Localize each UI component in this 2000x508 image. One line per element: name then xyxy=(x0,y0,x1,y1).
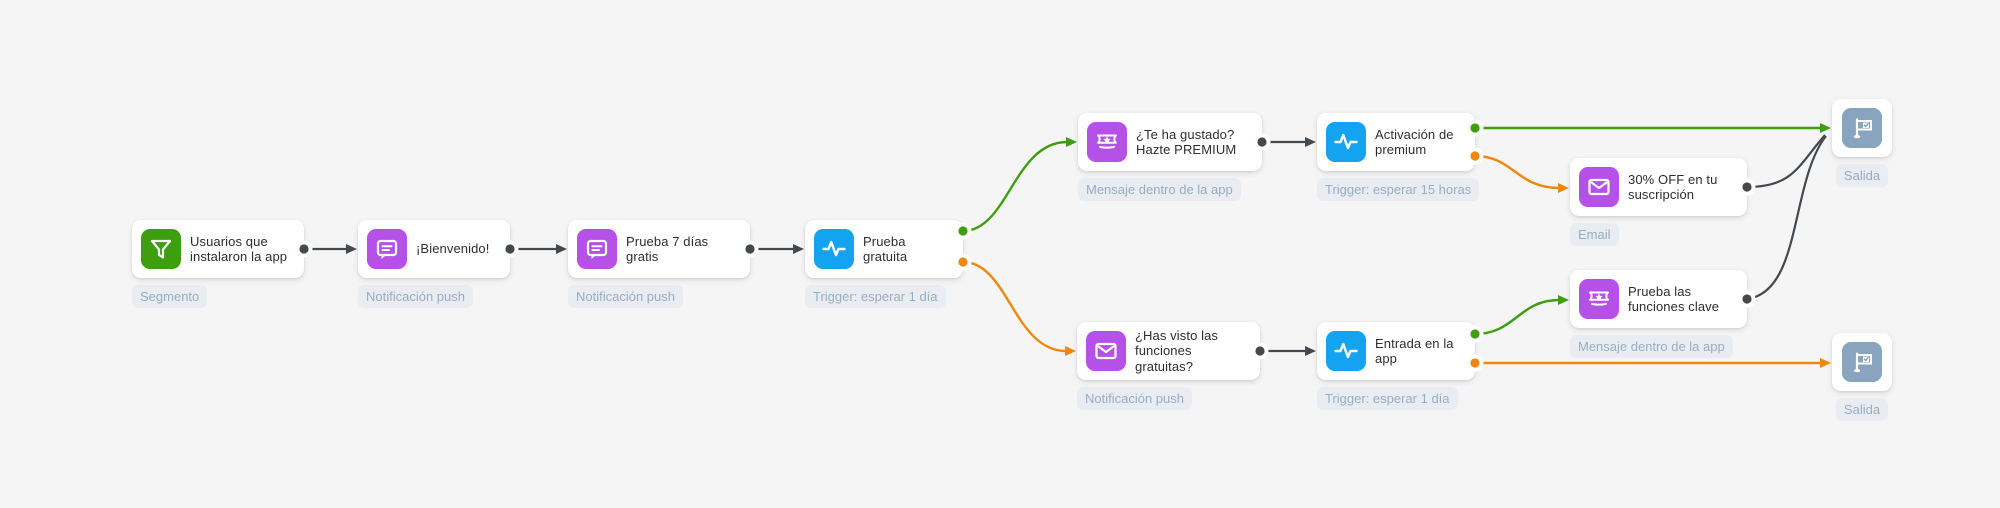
node-title: Usuarios que instalaron la app xyxy=(190,233,288,265)
pulse-icon xyxy=(814,229,854,269)
ticket-icon xyxy=(1087,122,1127,162)
node-type-label: Notificación push xyxy=(1077,387,1192,410)
node-discount-email[interactable]: 30% OFF en tu suscripción xyxy=(1570,158,1747,216)
edge-keyfeatures-exittop xyxy=(1746,135,1827,301)
flag-icon xyxy=(1842,108,1882,148)
flag-icon xyxy=(1842,342,1882,382)
node-segment[interactable]: Usuarios que instalaron la app xyxy=(132,220,304,278)
node-type-label: Mensaje dentro de la app xyxy=(1570,335,1733,358)
node-title: Activación de premium xyxy=(1375,126,1454,158)
node-app-entry[interactable]: Entrada en la app xyxy=(1317,322,1475,380)
node-type-label: Salida xyxy=(1835,164,1889,187)
push-message-icon xyxy=(577,229,617,269)
pulse-icon xyxy=(1326,122,1366,162)
node-title: Entrada en la app xyxy=(1375,335,1454,367)
node-title: ¿Te ha gustado? Hazte PREMIUM xyxy=(1136,126,1237,158)
node-premium-activation[interactable]: Activación de premium xyxy=(1317,113,1475,171)
node-title: 30% OFF en tu suscripción xyxy=(1628,171,1718,203)
node-type-label: Segmento xyxy=(132,285,208,308)
node-type-label: Salida xyxy=(1835,398,1889,421)
node-title: ¿Has visto las funciones gratuitas? xyxy=(1135,327,1219,374)
node-trial-7-days[interactable]: Prueba 7 días gratis xyxy=(568,220,750,278)
node-exit-bottom[interactable] xyxy=(1832,333,1892,391)
edge-activation-discountemail xyxy=(1474,154,1569,193)
node-title: Prueba 7 días gratis xyxy=(626,233,709,265)
node-title: Prueba las funciones clave xyxy=(1628,283,1720,315)
funnel-icon xyxy=(141,229,181,269)
envelope-icon xyxy=(1086,331,1126,371)
node-premium-offer[interactable]: ¿Te ha gustado? Hazte PREMIUM xyxy=(1078,113,1262,171)
node-welcome[interactable]: ¡Bienvenido! xyxy=(358,220,510,278)
node-type-label: Trigger: esperar 1 día xyxy=(1317,387,1458,410)
node-type-label: Email xyxy=(1570,223,1619,246)
node-title: Prueba gratuita xyxy=(863,233,908,265)
push-message-icon xyxy=(367,229,407,269)
envelope-icon xyxy=(1579,167,1619,207)
node-exit-top[interactable] xyxy=(1832,99,1892,157)
pulse-icon xyxy=(1326,331,1366,371)
edge-freetrial-premiumoffer xyxy=(962,137,1077,233)
node-free-features[interactable]: ¿Has visto las funciones gratuitas? xyxy=(1077,322,1260,380)
node-type-label: Mensaje dentro de la app xyxy=(1078,178,1241,201)
node-type-label: Notificación push xyxy=(568,285,683,308)
node-title: ¡Bienvenido! xyxy=(416,241,490,257)
connector-dots xyxy=(299,123,1752,368)
edge-freetrial-freefeatures xyxy=(962,260,1076,356)
node-type-label: Trigger: esperar 1 día xyxy=(805,285,946,308)
node-type-label: Notificación push xyxy=(358,285,473,308)
node-type-label: Trigger: esperar 15 horas xyxy=(1317,178,1480,201)
edge-discountemail-exittop xyxy=(1746,134,1826,189)
node-key-features[interactable]: Prueba las funciones clave xyxy=(1570,270,1747,328)
ticket-icon xyxy=(1579,279,1619,319)
node-free-trial[interactable]: Prueba gratuita xyxy=(805,220,963,278)
edge-appentry-keyfeatures xyxy=(1474,295,1569,336)
